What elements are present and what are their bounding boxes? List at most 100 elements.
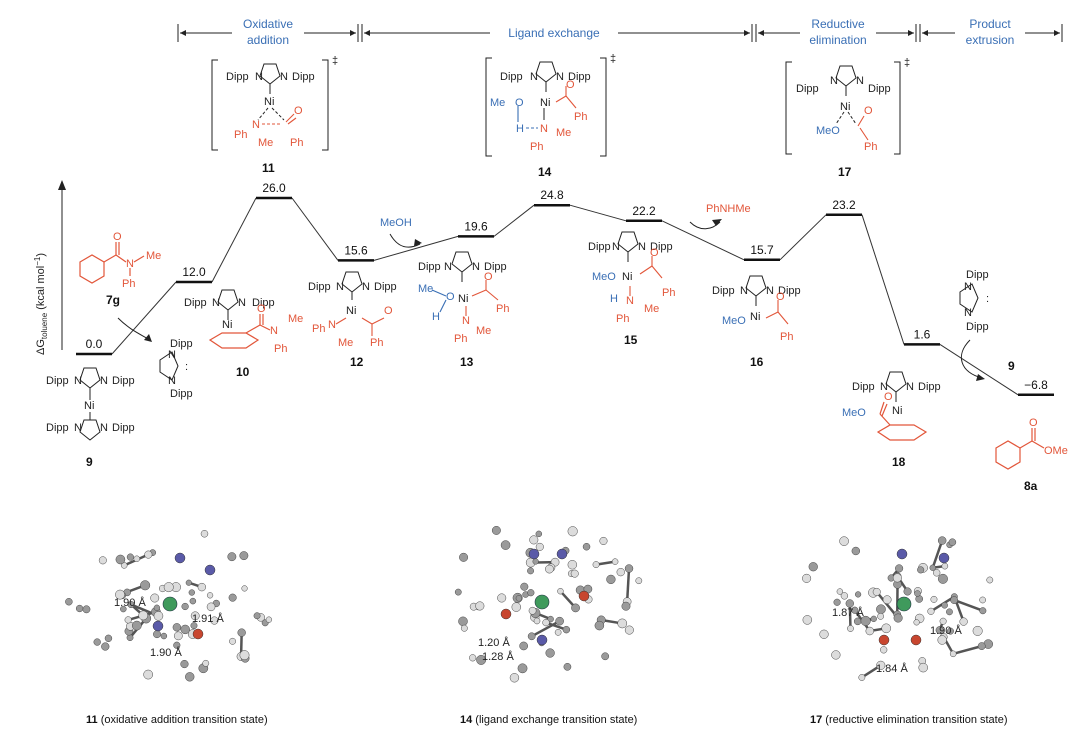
17-dipp-1: Dipp <box>796 83 819 95</box>
d14-a: 1.20 Å <box>478 636 510 649</box>
atom <box>150 593 160 603</box>
oxygen-atom <box>910 634 922 646</box>
atom <box>153 611 164 621</box>
atom <box>582 542 591 551</box>
atom <box>115 554 126 565</box>
16-n-1: N <box>740 285 748 297</box>
atom <box>519 641 528 651</box>
nitrogen-atom <box>174 552 186 564</box>
15-n: N <box>626 295 634 307</box>
atom <box>892 573 902 583</box>
structure-12-red <box>335 317 385 336</box>
bond <box>931 540 944 569</box>
atom <box>877 612 884 620</box>
7g-ph: Ph <box>122 278 135 290</box>
atom <box>937 536 947 545</box>
atom <box>82 605 91 614</box>
structure-11-red <box>262 113 297 125</box>
atom <box>542 618 550 627</box>
atom <box>880 646 888 654</box>
18-o: O <box>884 391 893 403</box>
atom <box>475 601 485 611</box>
12-o: O <box>384 305 393 317</box>
17-o: O <box>864 105 873 117</box>
atom <box>239 650 250 661</box>
atom <box>571 603 580 613</box>
15-n-1: N <box>612 241 620 253</box>
atom <box>979 596 986 604</box>
11-ni: Ni <box>264 96 274 108</box>
atom <box>611 558 619 565</box>
phase-arrowheads <box>180 30 1060 36</box>
nitrogen-atom <box>536 634 548 646</box>
atom <box>228 593 237 602</box>
11-n-red: N <box>252 119 260 131</box>
atom <box>555 616 564 626</box>
energy-label-8a: −6.8 <box>1024 378 1048 392</box>
atom <box>75 604 84 613</box>
phase-oxidative-addition-2: addition <box>247 33 289 47</box>
11-o: O <box>294 105 303 117</box>
10-dipp-2: Dipp <box>252 297 275 309</box>
9-dipp-4: Dipp <box>112 422 135 434</box>
17-ph: Ph <box>864 141 877 153</box>
atom <box>937 635 947 645</box>
structure-15-red <box>629 256 663 296</box>
atom <box>882 595 892 605</box>
15-n-2: N <box>638 241 646 253</box>
7g-n: N <box>126 258 134 270</box>
atom <box>624 625 634 635</box>
13-n-1: N <box>444 261 452 273</box>
atom <box>601 652 610 661</box>
atom <box>527 589 535 597</box>
10-n-2: N <box>238 297 246 309</box>
atom <box>180 624 190 635</box>
atom <box>210 616 219 625</box>
ts-model-17 <box>802 536 994 681</box>
atom <box>206 592 214 599</box>
14-dipp-2: Dipp <box>568 71 591 83</box>
atom <box>517 663 528 674</box>
13-n: N <box>462 315 470 327</box>
structure-8a <box>995 428 1045 470</box>
atom <box>239 551 249 561</box>
bond <box>625 568 631 602</box>
atom <box>153 630 161 639</box>
atom <box>460 624 468 632</box>
atom <box>532 558 539 565</box>
carbene1-n-bottom: N <box>168 375 176 387</box>
13-ph-2: Ph <box>454 333 467 345</box>
atom <box>206 602 216 612</box>
carbene2-dipp-bottom: Dipp <box>966 321 989 333</box>
atom <box>202 659 210 667</box>
atom <box>870 615 877 623</box>
10-dipp-1: Dipp <box>184 297 207 309</box>
label-16: 16 <box>750 355 764 369</box>
phase-reductive-elimination-1: Reductive <box>811 17 865 31</box>
17-n-1: N <box>830 75 838 87</box>
atom <box>865 626 875 636</box>
16-o: O <box>776 291 785 303</box>
atom <box>104 634 113 643</box>
d11-c: 1.90 Å <box>150 646 182 659</box>
oxygen-atom <box>578 590 590 602</box>
13-o: O <box>446 291 455 303</box>
atom <box>914 590 921 597</box>
10-n-1: N <box>212 297 220 309</box>
atom <box>185 579 192 586</box>
reagent-arrows <box>117 221 983 379</box>
atom <box>860 615 871 626</box>
atom <box>802 615 813 625</box>
structure-13-red <box>465 280 499 316</box>
atom <box>181 602 189 611</box>
energy-label-11: 26.0 <box>262 181 286 195</box>
label-17: 17 <box>838 165 852 179</box>
atom <box>126 553 134 561</box>
atom <box>200 530 209 538</box>
carbene2-n-top: N <box>964 281 972 293</box>
label-7g: 7g <box>106 293 120 307</box>
label-8a: 8a <box>1024 479 1038 493</box>
atom <box>939 617 947 625</box>
label-9b: 9 <box>1008 359 1015 373</box>
energy-label-17: 23.2 <box>832 198 856 212</box>
